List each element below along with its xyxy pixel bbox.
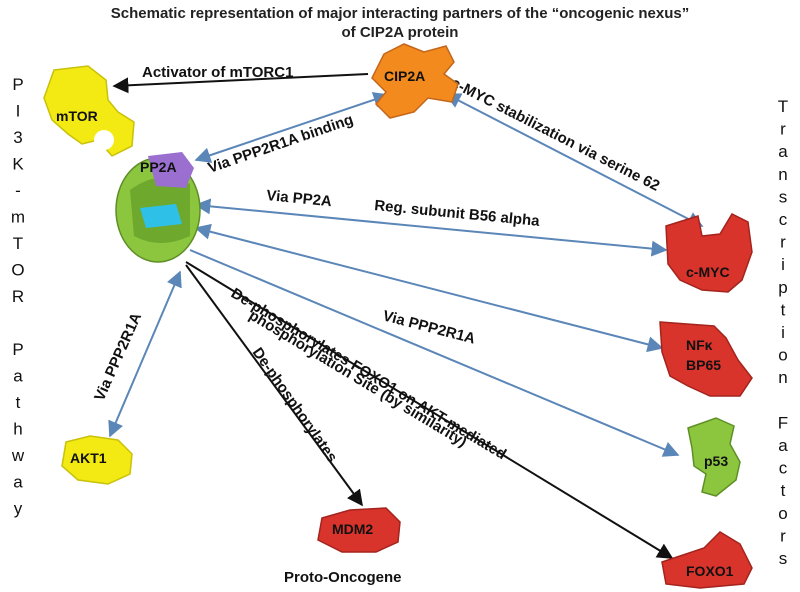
side-left-letter: I	[16, 102, 21, 121]
cip2a-shape	[371, 43, 459, 119]
edge-label-via-pp2a: Via PP2A	[266, 187, 333, 210]
node-foxo1: FOXO1	[661, 531, 753, 589]
edge-pp2a-mdm2	[185, 264, 363, 507]
mtor-notch	[94, 130, 114, 150]
pp2a-purple-subunit	[148, 152, 194, 188]
node-mtor: mTOR	[43, 65, 135, 157]
side-right-letter: t	[781, 481, 786, 500]
node-nfkb: NFκ BP65	[659, 321, 753, 397]
nfkb-label-line-2: BP65	[686, 357, 721, 373]
edge-pp2a-p53	[189, 249, 680, 457]
nfkb-shape	[659, 321, 753, 397]
pp2a-cyan-subunit	[140, 204, 182, 228]
side-right-letter: s	[779, 187, 788, 206]
side-left-letter: y	[14, 499, 23, 518]
edge-label-via-ppp2r1a-nfkb: Via PPP2R1A	[381, 307, 477, 347]
node-akt1: AKT1	[61, 435, 133, 485]
side-left-letter: a	[13, 473, 23, 492]
edge-label-via-ppp2r1a-akt: Via PPP2R1A	[91, 310, 145, 404]
side-right-letter: a	[778, 142, 788, 161]
side-right-letter: t	[781, 300, 786, 319]
side-right-letter: n	[778, 165, 787, 184]
node-cip2a: CIP2A	[371, 43, 459, 119]
cmyc-label: c-MYC	[686, 264, 730, 280]
node-pp2a: PP2A	[115, 152, 201, 263]
edge-label-activator-mtorc1: Activator of mTORC1	[142, 64, 293, 81]
side-left-letter: -	[15, 181, 21, 200]
side-left-letter: O	[11, 261, 24, 280]
edge-pp2a-nfkb	[194, 223, 664, 353]
edge-pp2a-akt1	[108, 270, 182, 438]
edge-label-cmyc-stabilization: c-MYC stabilization via serine 62	[448, 74, 662, 194]
foxo1-shape	[661, 531, 753, 589]
node-p53: p53	[687, 417, 741, 497]
side-right-letter: r	[780, 233, 786, 252]
side-right-letter: c	[779, 459, 788, 478]
side-left-letter: a	[13, 367, 23, 386]
side-right-letter: i	[781, 323, 785, 342]
side-left-letter: K	[12, 155, 24, 174]
side-right-letter: n	[778, 368, 787, 387]
side-left-letter: R	[12, 287, 24, 306]
side-right-letter: s	[779, 549, 788, 568]
p53-label: p53	[704, 453, 728, 469]
title-line-2: of CIP2A protein	[342, 24, 459, 41]
footer-proto-oncogene: Proto-Oncogene	[284, 569, 402, 586]
mtor-label: mTOR	[56, 108, 98, 124]
side-right-letter: r	[780, 526, 786, 545]
pp2a-label: PP2A	[140, 159, 177, 175]
side-left-letter: h	[13, 420, 22, 439]
side-right-letter: c	[779, 210, 788, 229]
edge-pp2a-foxo1	[185, 261, 674, 559]
edge-cip2a-cmyc	[444, 93, 704, 227]
side-left-letter: w	[11, 446, 25, 465]
side-left-letter: P	[12, 340, 23, 359]
edge-label-ppp2r1a-binding: Via PPP2R1A binding	[206, 111, 356, 177]
node-mdm2: MDM2	[317, 507, 401, 553]
edge-cip2a-pp2a	[194, 92, 390, 163]
akt1-shape	[61, 435, 133, 485]
foxo1-label: FOXO1	[686, 563, 734, 579]
side-left-letter: t	[16, 393, 21, 412]
side-left-letter: P	[12, 75, 23, 94]
side-right-letter: o	[778, 504, 787, 523]
akt1-label: AKT1	[70, 450, 107, 466]
side-left-letter: 3	[13, 128, 22, 147]
side-left-letter: m	[11, 208, 25, 227]
side-right-letter: p	[778, 278, 787, 297]
node-cmyc: c-MYC	[665, 213, 753, 293]
mdm2-shape	[317, 507, 401, 553]
nfkb-label-line-1: NFκ	[686, 337, 713, 353]
side-right-letter: a	[778, 436, 788, 455]
side-right-letter: F	[778, 413, 788, 432]
cip2a-label: CIP2A	[384, 68, 425, 84]
side-right-letter: i	[781, 255, 785, 274]
side-left-letter: T	[13, 234, 23, 253]
cmyc-shape	[665, 213, 753, 293]
side-right-letter: T	[778, 97, 788, 116]
side-right-letter: o	[778, 346, 787, 365]
title-line-1: Schematic representation of major intera…	[111, 5, 689, 22]
edge-cip2a-mtor	[112, 73, 369, 94]
mdm2-label: MDM2	[332, 521, 373, 537]
side-right-letter: r	[780, 120, 786, 139]
p53-shape	[687, 417, 741, 497]
